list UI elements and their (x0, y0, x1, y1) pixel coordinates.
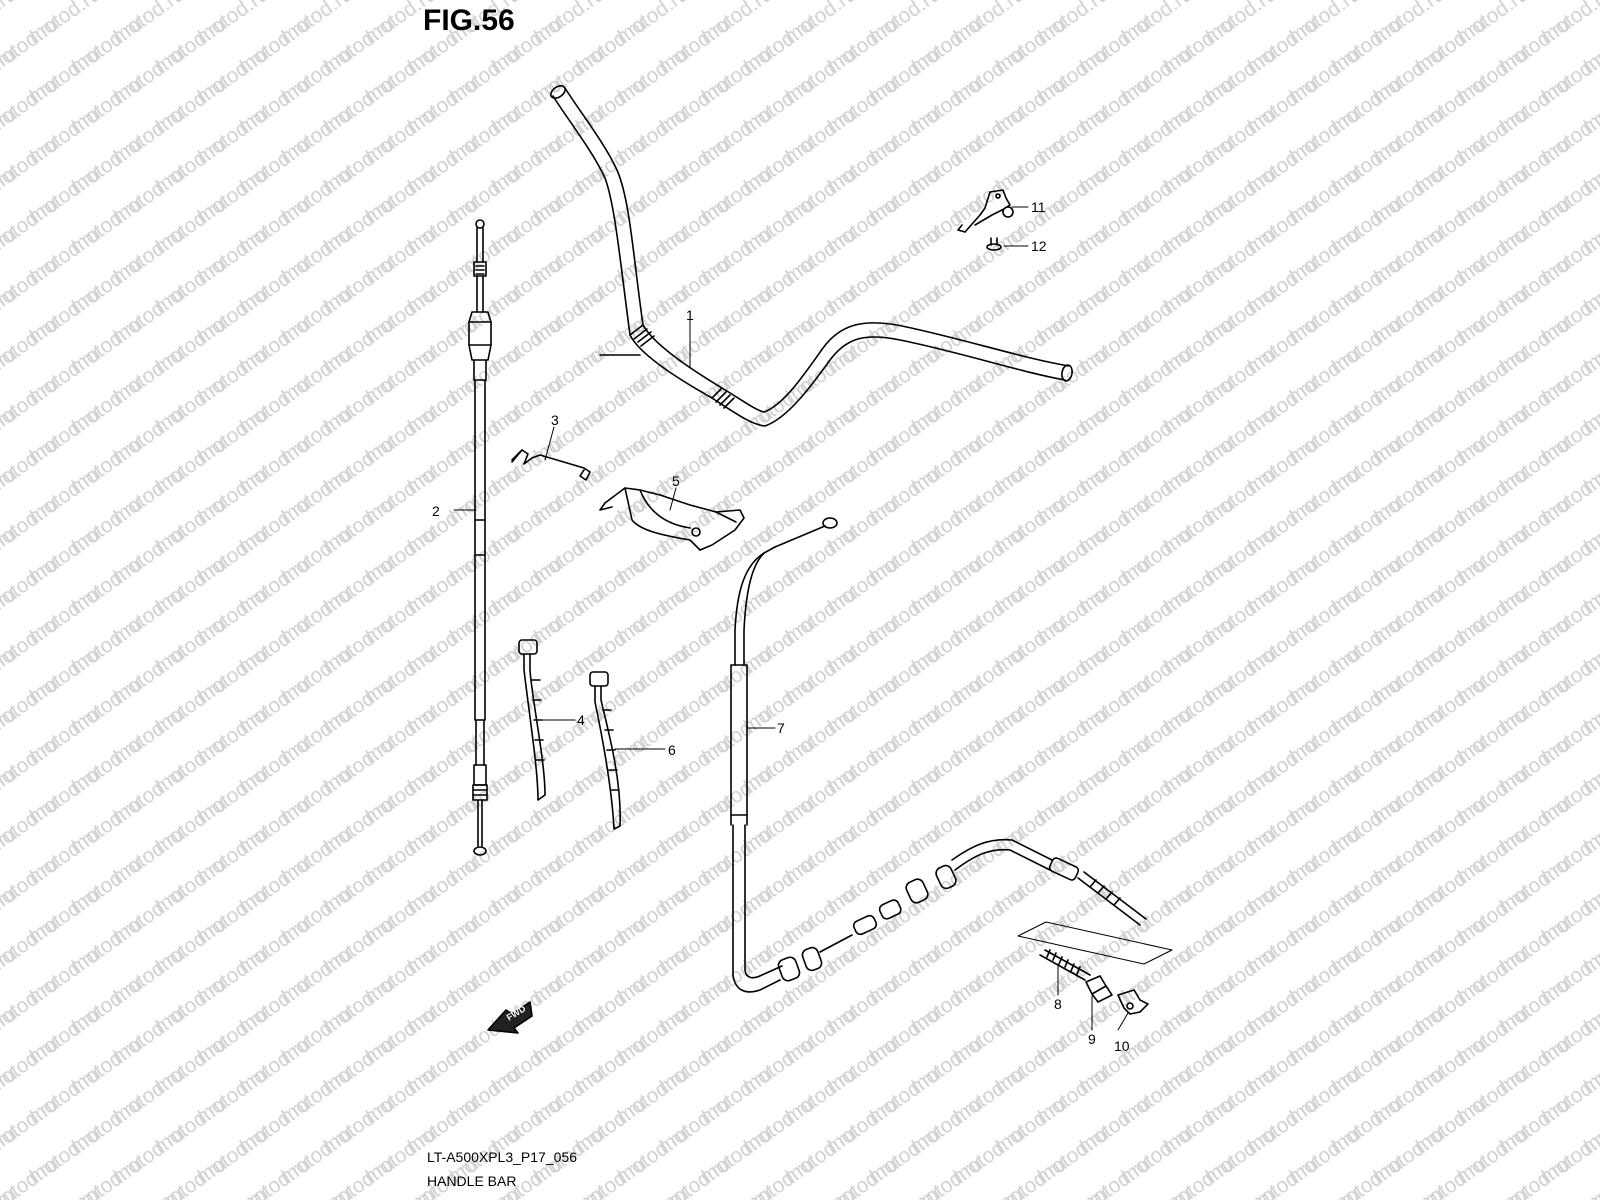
screw (986, 237, 1002, 251)
figure-title: FIG.56 (423, 4, 515, 37)
adjuster-spring (1039, 949, 1091, 981)
callout-2: 2 (432, 503, 440, 519)
callout-6: 6 (668, 742, 676, 758)
callout-9: 9 (1088, 1031, 1096, 1047)
adjuster-nut (1085, 975, 1113, 1003)
cable-tie-4 (518, 639, 546, 801)
handlebar (550, 85, 1073, 427)
adjuster-group-bracket (1017, 921, 1173, 965)
callout-3: 3 (551, 412, 559, 428)
mount-bracket (957, 189, 1014, 233)
fwd-arrow: FWD (487, 1001, 533, 1034)
callout-1: 1 (686, 307, 694, 323)
spring-clip (511, 449, 591, 481)
callout-11: 11 (1031, 199, 1046, 215)
leader-lines (453, 206, 1129, 1031)
drawing-code: LT-A500XPL3_P17_056 (427, 1149, 577, 1165)
cable-tie-6 (589, 671, 621, 830)
callout-12: 12 (1031, 238, 1047, 254)
callout-8: 8 (1054, 996, 1062, 1012)
callout-10: 10 (1114, 1038, 1130, 1054)
cable-end-fitting (1117, 989, 1149, 1015)
clamp-bracket (599, 487, 745, 551)
brake-cable (730, 517, 1147, 993)
throttle-cable (468, 219, 492, 856)
drawing-caption: HANDLE BAR (427, 1173, 517, 1189)
callout-7: 7 (777, 720, 785, 736)
callout-4: 4 (577, 712, 585, 728)
callout-numbers: 1 2 3 4 5 6 7 8 9 10 11 12 (432, 199, 1130, 1054)
callout-5: 5 (672, 473, 680, 489)
